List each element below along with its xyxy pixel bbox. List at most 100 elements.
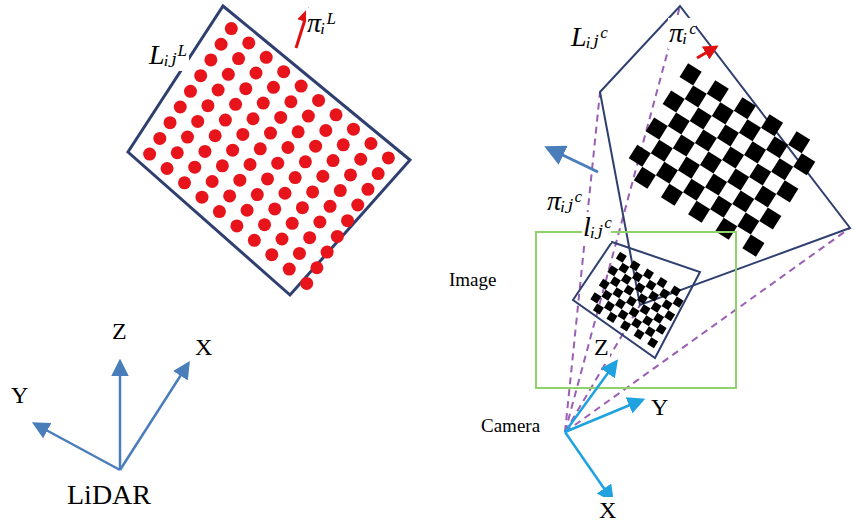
checker-square	[646, 118, 668, 140]
lidar-point	[188, 161, 201, 174]
checker-square	[647, 337, 658, 348]
checker-square	[606, 312, 617, 323]
checker-square	[734, 97, 756, 119]
lidar-point	[261, 172, 274, 185]
lidar-point	[354, 153, 367, 166]
lidar-point	[204, 53, 217, 66]
checker-square	[637, 293, 648, 304]
checker-square	[617, 309, 628, 320]
checker-square	[732, 191, 754, 213]
checker-square	[737, 213, 759, 235]
checker-square	[664, 310, 675, 321]
checker-square	[631, 318, 642, 329]
lidar-point	[281, 141, 294, 154]
checker-square	[620, 320, 631, 331]
lidar-point	[302, 110, 315, 123]
lidar-point	[244, 158, 257, 171]
lidar-point	[319, 124, 332, 137]
lidar-point	[171, 146, 184, 159]
checker-square	[759, 207, 781, 229]
lidar-point	[226, 144, 239, 157]
checkerboard	[620, 63, 824, 256]
lidar-point	[213, 205, 226, 218]
checker-square	[788, 131, 810, 153]
lidar-point	[254, 142, 267, 155]
checker-square	[754, 185, 776, 207]
lidar-point	[331, 230, 344, 243]
lidar-point	[242, 36, 255, 49]
checker-square	[656, 162, 678, 184]
lidar-point	[337, 138, 350, 151]
lidar-point	[310, 261, 323, 274]
lidar-point	[209, 129, 222, 142]
checker-square	[599, 279, 610, 290]
sensor-label: Camera	[480, 416, 541, 437]
view-rays	[565, 6, 850, 432]
lidar-point	[233, 174, 246, 187]
checker-square	[766, 136, 788, 158]
lidar-point	[215, 38, 228, 51]
lidar-points	[143, 22, 395, 290]
lidar-axes	[35, 362, 188, 470]
lidar-point	[324, 200, 337, 213]
lidar-point	[230, 219, 243, 232]
lidar-point	[364, 137, 377, 150]
lidar-point	[223, 189, 236, 202]
lidar-point	[264, 127, 277, 140]
plane-normal	[548, 148, 598, 172]
lidar-point	[194, 69, 207, 82]
checker-square	[648, 291, 659, 302]
lidar-point	[306, 185, 319, 198]
checker-square	[616, 252, 627, 263]
lidar-point	[225, 22, 238, 35]
lidar-point	[219, 114, 232, 127]
checker-square	[593, 303, 604, 314]
lidar-point	[184, 85, 197, 98]
checker-square	[744, 141, 766, 163]
lidar-point	[257, 97, 270, 110]
checker-square	[685, 85, 707, 107]
lidar-point	[258, 218, 271, 231]
checker-square	[653, 313, 664, 324]
checker-square	[742, 235, 764, 257]
lidar-point	[239, 82, 252, 95]
checker-square	[776, 180, 798, 202]
checker-square	[601, 290, 612, 301]
axis-label: Y	[10, 382, 29, 408]
checker-square	[662, 299, 673, 310]
lidar-point	[216, 159, 229, 172]
checker-square	[793, 153, 815, 175]
checker-square	[659, 288, 670, 299]
checker-square	[634, 329, 645, 340]
checker-square	[690, 107, 712, 129]
lidar-point	[295, 80, 308, 93]
lidar-point	[372, 167, 385, 180]
checker-square	[695, 129, 717, 151]
checker-square	[680, 63, 702, 85]
lidar-point	[229, 98, 242, 111]
lidar-point	[161, 162, 174, 175]
checker-square	[590, 292, 601, 303]
axis-label: X	[598, 497, 617, 523]
lidar-point	[309, 140, 322, 153]
lidar-point	[267, 81, 280, 94]
lidar-point	[212, 83, 225, 96]
checker-square	[688, 201, 710, 223]
checker-square	[700, 152, 722, 174]
camera-plane	[600, 6, 850, 305]
lidar-point	[248, 234, 261, 247]
lidar-point	[303, 231, 316, 244]
checker-square	[717, 124, 739, 146]
lidar-point	[191, 115, 204, 128]
lidar-point	[289, 171, 302, 184]
checker-square	[683, 179, 705, 201]
lidar-point	[286, 217, 299, 230]
lidar-point	[232, 52, 245, 65]
checker-square	[712, 102, 734, 124]
lidar-point	[296, 201, 309, 214]
lidar-point	[178, 176, 191, 189]
lidar-point	[198, 145, 211, 158]
lidar-point	[341, 214, 354, 227]
lidar-point	[300, 277, 313, 290]
lidar-point	[268, 202, 281, 215]
